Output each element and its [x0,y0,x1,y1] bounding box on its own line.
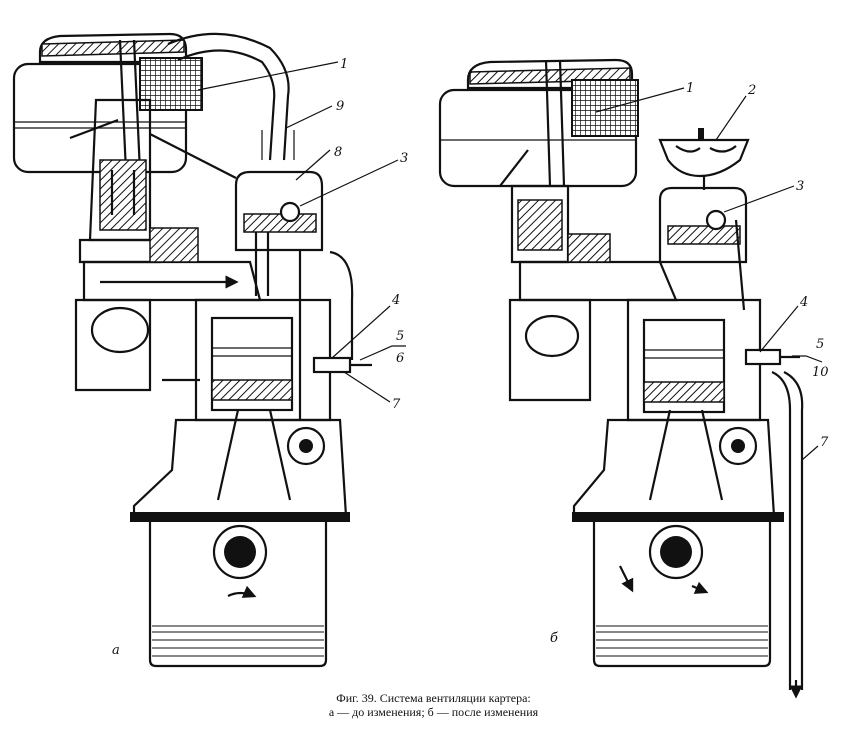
air-cleaner-b [438,58,639,188]
callout-b-10: 10 [812,365,829,380]
manifold-b [508,233,678,402]
carburettor-b [499,149,570,264]
engine-drawing-a [12,32,372,668]
figure-caption-subtitle: а — до изменения; б — после изменения [328,705,539,719]
block-b [626,298,762,466]
callout-b-2: 2 [747,83,756,98]
block-a [194,250,354,466]
crankcase-b [572,409,784,580]
engine-drawing-b [438,58,804,699]
vent-valve-a [312,356,372,374]
callouts-a: 1 9 8 3 4 5 6 7 а [112,57,408,658]
callout-b-5: 5 [816,337,824,352]
callout-b-1: 1 [686,81,694,96]
callouts-b: 1 2 3 4 5 10 7 б [550,81,829,646]
oil-pan-b [592,522,772,668]
drain-tube-b [771,370,804,699]
callout-a-9: 9 [336,99,344,114]
panel-b-letter: б [550,631,558,646]
breather-tube-a [167,32,295,161]
figure-caption-title: Фиг. 39. Система вентиляции картера: [336,691,531,705]
callout-a-8: 8 [334,145,342,160]
crankcase-a [130,409,350,580]
callout-b-7: 7 [820,435,829,450]
cylinder-head-a [234,170,324,296]
oil-pan-a [148,522,328,668]
air-cleaner-a [12,32,203,174]
callout-a-4: 4 [391,293,400,308]
callout-a-3: 3 [400,151,408,166]
oil-filler-cap-b [658,128,750,190]
callout-b-4: 4 [799,295,808,310]
callout-a-7: 7 [392,397,401,412]
callout-a-6: 6 [396,351,404,366]
callout-a-1: 1 [340,57,348,72]
panel-a-letter: а [112,643,120,658]
cylinder-head-b [658,186,748,311]
vent-valve-b [744,348,800,366]
callout-a-5: 5 [396,329,404,344]
callout-b-3: 3 [796,179,804,194]
manifold-a [74,227,262,392]
